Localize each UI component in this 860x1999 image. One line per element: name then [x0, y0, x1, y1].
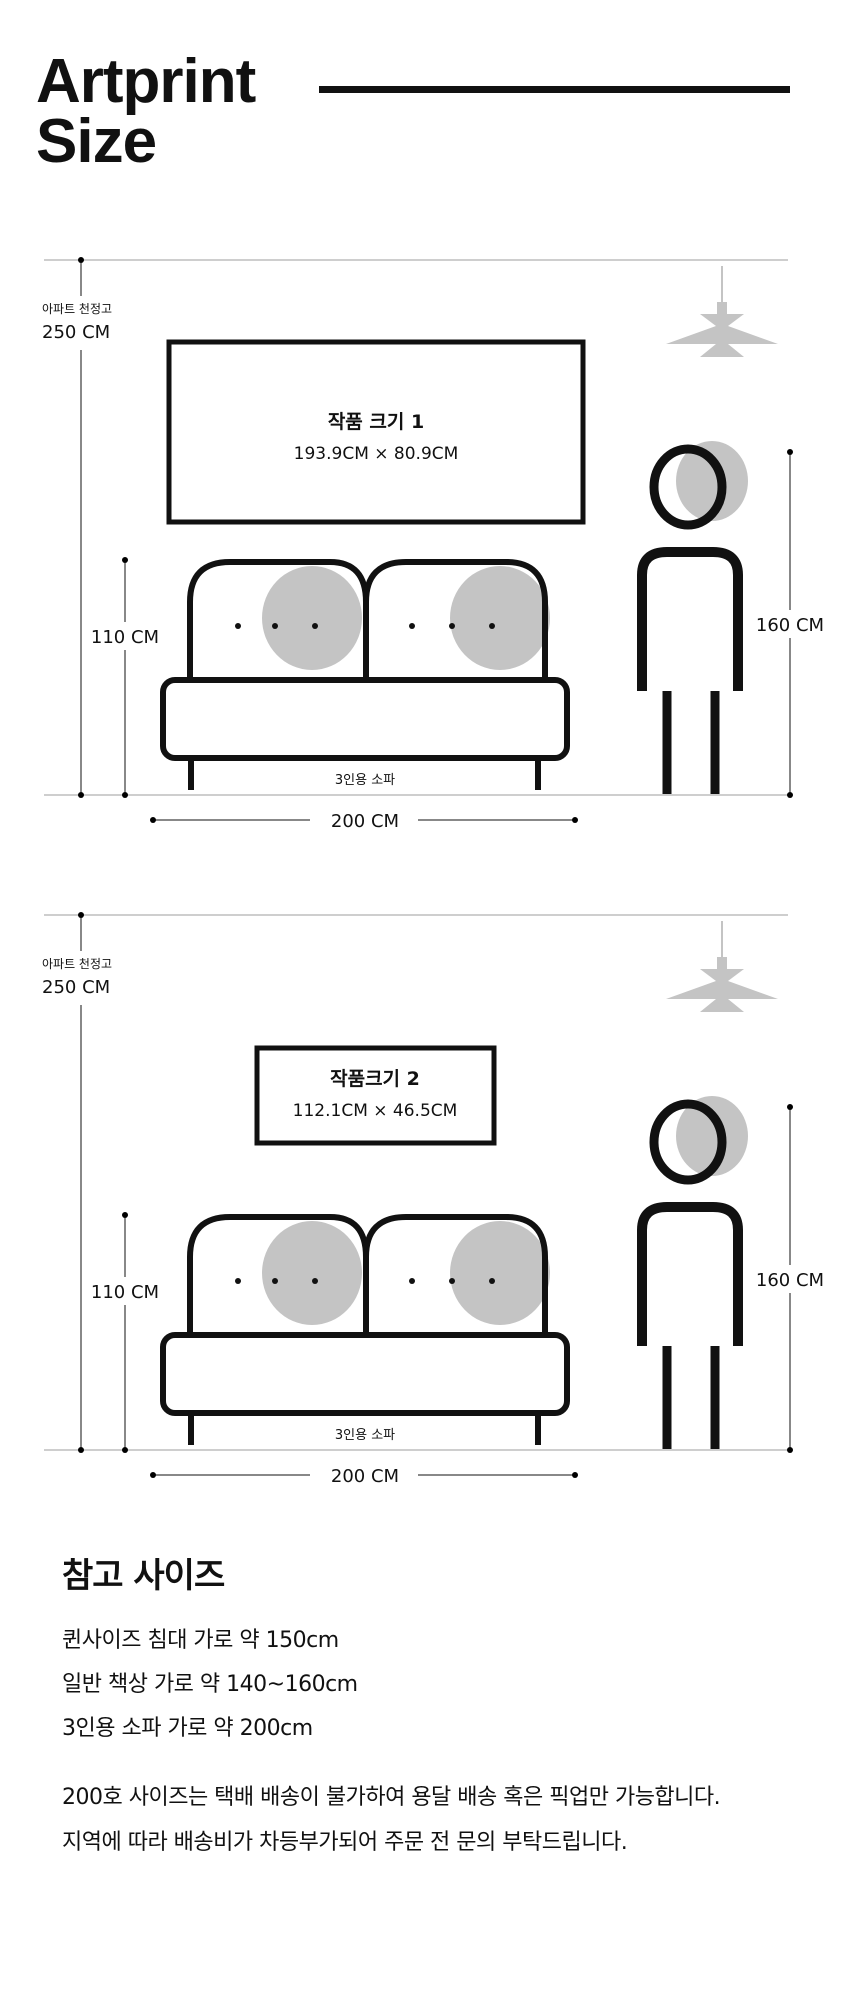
size-diagram-1: 아파트 천정고 250 CM 작품 크기 1 193.9CM × 80.9CM … [42, 257, 824, 832]
person-height: 160 CM [756, 1270, 824, 1291]
sofa-width-dimension: 200 CM [150, 811, 578, 832]
sofa-icon: 3인용 소파 [160, 1214, 570, 1445]
reference-heading: 참고 사이즈 [62, 1556, 225, 1596]
sofa-label: 3인용 소파 [335, 1428, 395, 1443]
pendant-lamp-icon [666, 921, 778, 1012]
sofa-height: 110 CM [91, 1282, 159, 1303]
person-icon [637, 1096, 748, 1449]
sofa-width-dimension: 200 CM [150, 1466, 578, 1487]
page-title: Artprint Size [36, 47, 256, 176]
artwork-size: 112.1CM × 46.5CM [293, 1101, 458, 1121]
person-height: 160 CM [756, 615, 824, 636]
sofa-height-dimension: 110 CM [91, 557, 159, 798]
shipping-note: 지역에 따라 배송비가 차등부가되어 주문 전 문의 부탁드립니다. [62, 1830, 628, 1855]
reference-sizes: 참고 사이즈 퀸사이즈 침대 가로 약 150cm 일반 책상 가로 약 140… [62, 1548, 721, 1865]
size-diagram-2: 아파트 천정고 250 CM 작품크기 2 112.1CM × 46.5CM 3… [42, 912, 824, 1487]
artwork-size: 193.9CM × 80.9CM [294, 444, 459, 464]
shipping-notes: 200호 사이즈는 택배 배송이 불가하여 용달 배송 혹은 픽업만 가능합니다… [62, 1775, 721, 1865]
artwork-frame: 작품크기 2 112.1CM × 46.5CM [254, 1045, 497, 1146]
title-line1: Artprint [36, 47, 256, 116]
ceiling-label: 아파트 천정고 [42, 956, 112, 971]
shipping-note: 200호 사이즈는 택배 배송이 불가하여 용달 배송 혹은 픽업만 가능합니다… [62, 1785, 721, 1810]
pendant-lamp-icon [666, 266, 778, 357]
artwork-title: 작품 크기 1 [328, 411, 424, 433]
reference-item: 3인용 소파 가로 약 200cm [62, 1716, 313, 1741]
reference-item: 일반 책상 가로 약 140~160cm [62, 1672, 358, 1697]
person-height-dimension: 160 CM [756, 1104, 824, 1453]
sofa-height: 110 CM [91, 627, 159, 648]
sofa-width: 200 CM [331, 811, 399, 832]
sofa-width: 200 CM [331, 1466, 399, 1487]
sofa-label: 3인용 소파 [335, 773, 395, 788]
ceiling-height: 250 CM [42, 322, 110, 343]
person-icon [637, 441, 748, 794]
artwork-title: 작품크기 2 [330, 1068, 420, 1090]
ceiling-height: 250 CM [42, 977, 110, 998]
artwork-frame: 작품 크기 1 193.9CM × 80.9CM [166, 339, 586, 525]
sofa-height-dimension: 110 CM [91, 1212, 159, 1453]
title-line2: Size [36, 107, 157, 176]
sofa-icon: 3인용 소파 [160, 559, 570, 790]
title-rule [319, 86, 790, 93]
ceiling-dimension: 아파트 천정고 250 CM [42, 257, 112, 798]
ceiling-dimension: 아파트 천정고 250 CM [42, 912, 112, 1453]
person-height-dimension: 160 CM [756, 449, 824, 798]
ceiling-label: 아파트 천정고 [42, 301, 112, 316]
reference-item: 퀸사이즈 침대 가로 약 150cm [62, 1628, 339, 1653]
